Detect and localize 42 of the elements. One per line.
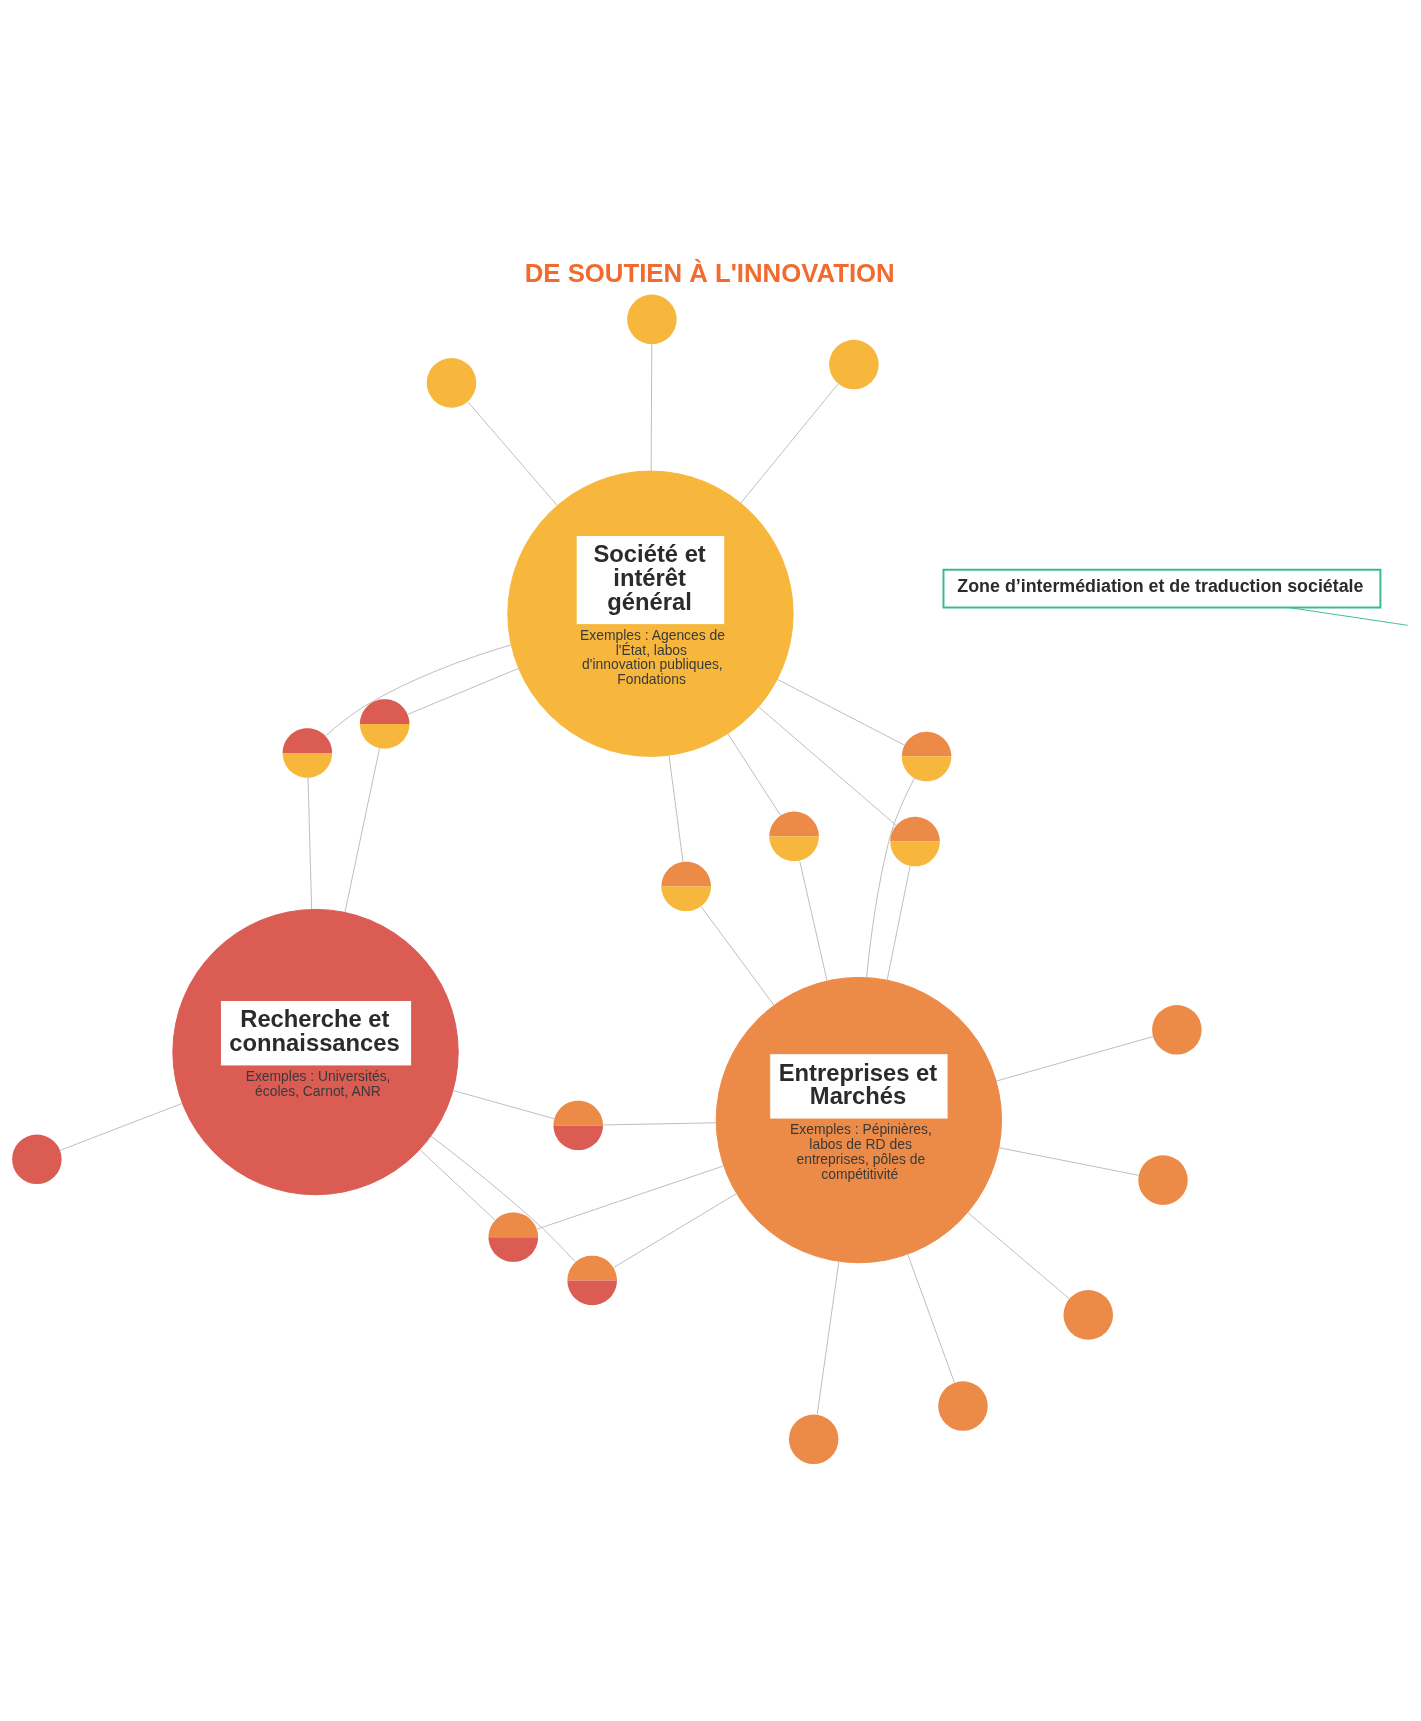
node-circle: [788, 1414, 839, 1464]
connector: [452, 1089, 555, 1119]
connector: [430, 1135, 576, 1262]
node-circle: [1063, 1289, 1113, 1340]
connector: [325, 643, 512, 736]
connector: [758, 706, 897, 826]
connector: [967, 1211, 1070, 1299]
connector: [776, 678, 905, 746]
connector: [700, 905, 775, 1006]
connector: [419, 1148, 496, 1221]
connector: [59, 1102, 183, 1151]
connector: [727, 732, 782, 816]
connector: [536, 1164, 725, 1230]
connector: [1287, 606, 1409, 626]
node-circle: [938, 1380, 988, 1431]
connector: [407, 667, 519, 715]
node-circle: [627, 294, 677, 344]
connector: [998, 1146, 1140, 1176]
node-circle: [829, 339, 879, 389]
node-circle: Entreprises et Marchés Exemples : Pépinières, labos de RD des entreprises, pôles de compétitivité: [715, 976, 1003, 1263]
connector: [886, 865, 911, 980]
connector: [907, 1253, 955, 1383]
connector: [307, 776, 313, 910]
connector: [740, 383, 839, 504]
node-circle: [12, 1134, 62, 1184]
node-circle: Recherche et connaissances Exemples : Universités, écoles, Carnot, ANR: [172, 908, 459, 1195]
connector: [996, 1035, 1154, 1081]
node-circle: [426, 357, 477, 408]
node-circle: [1138, 1154, 1188, 1205]
connector: [613, 1192, 737, 1268]
connector: [799, 859, 828, 981]
connector: [467, 400, 558, 506]
node-box: Zone d’intermédiation et de traduction sociétale: [942, 568, 1382, 608]
node-circle: [1152, 1004, 1202, 1055]
connector: [650, 343, 653, 471]
diagram-title: DE SOUTIEN À L'INNOVATION: [524, 258, 895, 287]
connector: [668, 754, 684, 862]
connector: [602, 1121, 717, 1125]
connector: [344, 747, 381, 913]
connector: [816, 1260, 840, 1415]
node-circle: Société et intérêt général Exemples : Agences de l'État, labos d'innovation publiques, Fondations: [507, 470, 794, 757]
connector: [866, 777, 915, 978]
